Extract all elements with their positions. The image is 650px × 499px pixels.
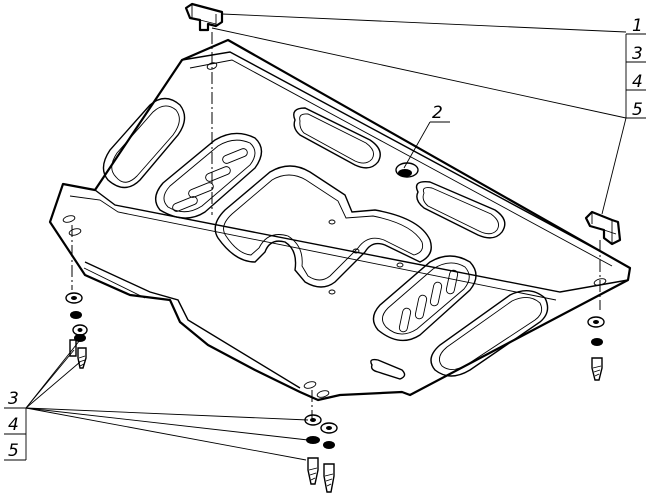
louvers-right — [398, 269, 459, 333]
center-serpentine-rib — [214, 165, 432, 288]
stamped-ribs — [62, 62, 607, 398]
flange-hole — [68, 228, 82, 236]
callout-bottom-left: 3 4 5 — [4, 389, 27, 461]
top-slot-1 — [293, 107, 381, 169]
flange-hole — [303, 381, 317, 389]
label-part-2: 2 — [432, 103, 443, 123]
callout-top-right: 1 3 4 5 — [625, 16, 646, 120]
vent-rib-right — [372, 255, 477, 342]
label-part-1: 1 — [632, 16, 643, 36]
flange-hole — [62, 215, 76, 223]
mount-hole — [328, 219, 336, 225]
lower-lip-inner — [83, 267, 146, 299]
lower-lip — [84, 261, 301, 389]
label-part-5: 5 — [632, 100, 643, 120]
top-slot-2 — [415, 181, 506, 239]
front-fold-line — [62, 183, 629, 293]
fastener-stack-bottom — [304, 414, 338, 493]
label-part-4: 4 — [632, 72, 643, 92]
front-slot — [370, 358, 406, 380]
mount-hole — [328, 289, 336, 295]
top-flange-edge — [181, 51, 621, 263]
right-rib — [430, 290, 549, 377]
flange-hole — [206, 62, 218, 70]
mount-hole — [396, 262, 404, 268]
leader-lines — [25, 13, 627, 461]
vent-rib-left — [155, 132, 263, 219]
label-part-5-bottom: 5 — [8, 441, 19, 461]
label-part-3-bottom: 3 — [8, 389, 19, 409]
left-rib — [102, 97, 186, 189]
label-part-3: 3 — [632, 44, 643, 64]
skid-plate — [48, 38, 632, 402]
fastener-stack-right — [587, 316, 605, 381]
top-flange-inner — [189, 59, 613, 267]
flange-hole — [316, 390, 330, 398]
front-fold-inner — [69, 195, 557, 301]
mount-hole — [352, 248, 360, 254]
bracket-top-left — [184, 2, 224, 32]
bracket-right — [584, 210, 622, 246]
louvers-left — [172, 148, 248, 212]
label-part-4-bottom: 4 — [8, 415, 19, 435]
fastener-stack-left — [65, 292, 88, 369]
flange-hole — [593, 278, 607, 286]
